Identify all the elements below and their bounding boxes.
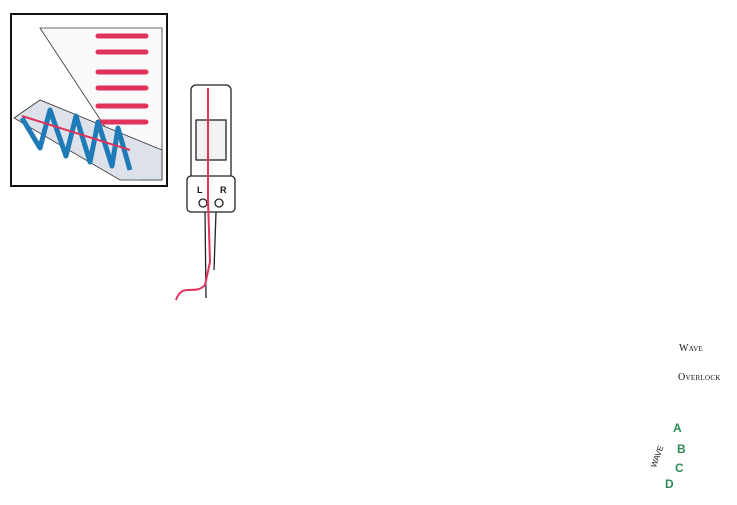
needle-label-l: L — [197, 185, 203, 195]
stitch-detail-inset — [10, 13, 168, 187]
red-stitch-bars — [95, 33, 149, 125]
needle-clamp-detail — [186, 84, 236, 299]
needle-label-r: R — [220, 185, 227, 195]
wave-label: Wave — [679, 343, 704, 354]
dial-letter-d: D — [665, 477, 674, 491]
needle-red-thread — [175, 88, 212, 301]
dial-letter-b: B — [677, 442, 686, 456]
blue-looper-stitch — [19, 107, 133, 171]
dial-letter-a: A — [673, 421, 682, 435]
dial-letter-c: C — [675, 461, 684, 475]
overlock-label: Overlock — [678, 372, 721, 383]
